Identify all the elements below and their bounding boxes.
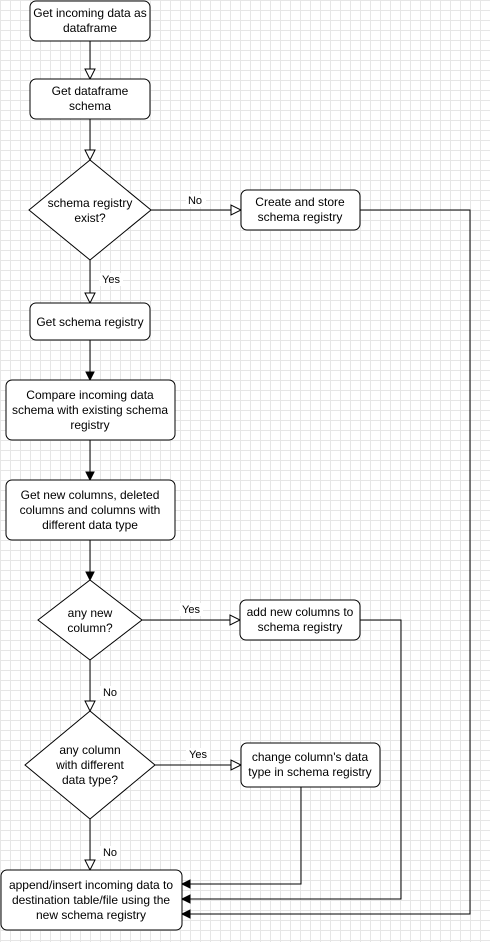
node-get-schema-line-1: Get dataframe [52,84,129,98]
edge-label-no-diff: No [100,846,120,859]
node-change-type: change column's data type in schema regi… [240,742,381,788]
node-any-diff-decision: any column with different data type? [24,710,156,820]
edge-label-yes-new-text: Yes [182,604,200,616]
node-change-type-line-2: type in schema registry [248,765,371,779]
node-get-incoming-line-1: Get incoming data as [33,6,146,20]
edge-label-yes-new: Yes [179,603,203,616]
arrow-head [85,571,95,582]
edge-label-no-exist-text: No [188,195,202,207]
node-any-diff-line-3: data type? [62,773,118,787]
node-add-new-line-1: add new columns to [247,605,354,619]
node-get-incoming: Get incoming data as dataframe [29,0,151,42]
node-append-line-3: new schema registry [36,908,146,922]
edge-label-no-new: No [100,686,120,699]
node-get-registry-line-1: Get schema registry [36,315,143,329]
node-compare-line-3: registry [70,418,109,432]
node-get-schema-line-2: schema [69,99,111,113]
arrow-head [85,471,95,482]
node-compare-line-2: schema with existing schema [12,403,168,417]
node-any-new-decision: any new column? [37,579,143,661]
node-any-new-line-1: any new [68,606,113,620]
edge-label-no-diff-text: No [103,847,117,859]
edge-label-yes-diff-text: Yes [189,749,207,761]
node-change-type-line-1: change column's data [252,750,369,764]
arrow-head [229,614,242,626]
node-any-diff-line-2: with different [55,758,124,772]
node-compare: Compare incoming data schema with existi… [5,379,176,441]
edge-change-to-append [190,787,302,885]
node-get-incoming-line-2: dataframe [63,21,117,35]
edge-label-yes-exist-text: Yes [102,274,120,286]
node-append: append/insert incoming data to destinati… [0,869,183,931]
edge-label-no-new-text: No [103,687,117,699]
node-append-line-1: append/insert incoming data to [9,878,173,892]
node-create-store-line-1: Create and store [255,195,345,209]
node-add-new-line-2: schema registry [258,620,343,634]
node-get-schema: Get dataframe schema [29,78,151,120]
edge-label-yes-exist: Yes [99,273,123,286]
arrow-head [85,371,95,382]
arrow-head [180,879,191,889]
edge-add-to-append [190,619,402,900]
arrow-head [84,700,96,713]
node-any-diff-line-1: any column [59,743,120,757]
edge-create-to-append [190,209,471,915]
arrow-head [180,894,191,904]
node-add-new: add new columns to schema registry [239,599,361,641]
node-get-new-cols-line-2: columns and columns with [20,503,161,517]
node-get-new-cols: Get new columns, deleted columns and col… [5,479,176,541]
arrow-head [180,909,191,919]
node-registry-exist-line-2: exist? [74,211,106,225]
node-get-new-cols-line-1: Get new columns, deleted [21,488,160,502]
arrow-head [230,204,243,216]
arrow-head [84,68,96,81]
node-any-new-line-2: column? [67,621,113,635]
node-compare-line-1: Compare incoming data [26,388,154,402]
node-get-registry: Get schema registry [29,302,151,341]
node-create-store: Create and store schema registry [240,189,361,231]
node-append-line-2: destination table/file using the [12,893,170,907]
node-create-store-line-2: schema registry [258,210,343,224]
edge-label-no-exist: No [186,194,206,207]
arrow-head [84,859,96,872]
node-registry-exist-line-1: schema registry [48,196,133,210]
node-registry-exist-decision: schema registry exist? [28,159,152,261]
node-get-new-cols-line-3: different data type [42,518,138,532]
arrow-head [84,292,96,305]
edge-label-yes-diff: Yes [186,748,210,761]
arrow-head [230,759,243,771]
arrow-head [84,149,96,162]
